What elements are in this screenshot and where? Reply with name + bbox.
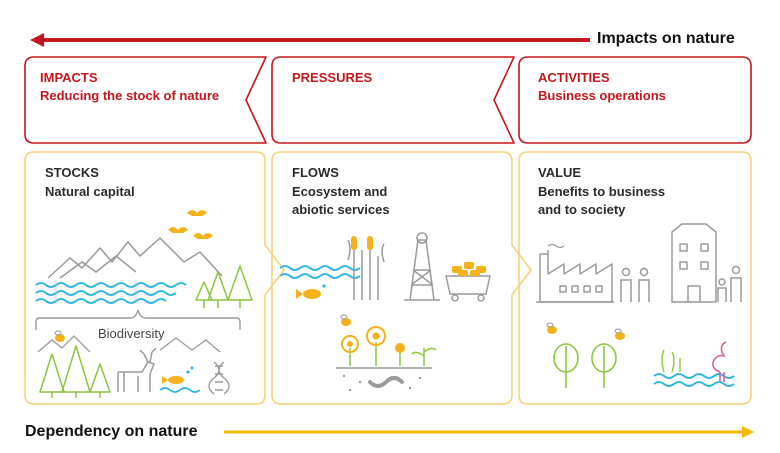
building-icon — [671, 223, 717, 303]
bee-icon — [546, 322, 625, 340]
impacts-box — [24, 56, 267, 144]
mine-tower-icon — [404, 232, 440, 301]
bee-icon — [54, 330, 65, 342]
flows-subtitle-line2: abiotic services — [292, 202, 390, 217]
flamingo-icon — [712, 341, 727, 382]
dependency-arrow-label: Dependency on nature — [25, 423, 198, 440]
factory-icon — [536, 250, 614, 303]
flows-subtitle-line1: Ecosystem and — [292, 184, 388, 199]
worm-icon — [368, 376, 404, 388]
flows-title: FLOWS — [292, 165, 339, 180]
impacts-arrow-label: Impacts on nature — [597, 30, 735, 47]
value-subtitle-line2: and to society — [538, 202, 626, 217]
dna-icon — [208, 361, 230, 395]
pressures-title: PRESSURES — [292, 70, 373, 85]
river-icon — [279, 265, 361, 279]
value-title: VALUE — [538, 165, 582, 180]
ore-cart-icon — [445, 262, 491, 302]
trees-icon — [195, 265, 253, 308]
birds-icon — [168, 210, 213, 239]
biodiversity-label: Biodiversity — [98, 326, 165, 341]
bee-icon — [340, 314, 351, 326]
stocks-subtitle: Natural capital — [45, 184, 135, 199]
water-icon — [35, 282, 187, 304]
reeds-icon — [347, 236, 385, 300]
activities-box — [518, 56, 752, 144]
fish-icon — [162, 366, 194, 384]
biodiversity-bracket — [35, 309, 241, 330]
deer-icon — [117, 347, 157, 392]
impacts-title: IMPACTS — [40, 70, 98, 85]
flows-box — [271, 151, 532, 405]
value-subtitle-line1: Benefits to business — [538, 184, 666, 199]
value-box — [518, 151, 752, 405]
flowers-icon — [341, 326, 437, 366]
stocks-box — [24, 151, 285, 405]
activities-title: ACTIVITIES — [538, 70, 610, 85]
tree-icon — [553, 343, 617, 388]
wetland-water-icon — [653, 373, 735, 387]
mountains-icon — [47, 237, 223, 279]
forest-icon — [39, 345, 111, 398]
fish-icon — [296, 284, 326, 299]
impacts-subtitle: Reducing the stock of nature — [40, 88, 220, 103]
stocks-title: STOCKS — [45, 165, 99, 180]
pressures-box — [271, 56, 515, 144]
family-icon — [620, 267, 650, 302]
activities-subtitle: Business operations — [538, 88, 666, 103]
